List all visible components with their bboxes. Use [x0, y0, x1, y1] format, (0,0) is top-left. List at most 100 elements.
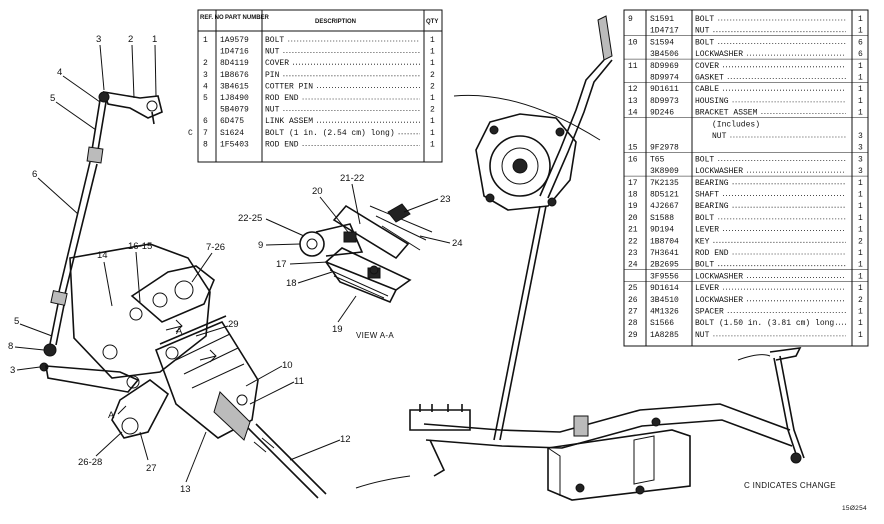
quantity: 6	[858, 38, 863, 47]
description: NUT	[695, 27, 710, 36]
leader-line	[289, 439, 341, 461]
part-number: T65	[650, 155, 665, 164]
pedal-arm-part	[773, 357, 799, 461]
callout-19: 19	[332, 324, 343, 335]
part-number: 3B4506	[650, 50, 679, 59]
bracket-hole	[102, 344, 118, 360]
ref-number: 29	[628, 331, 638, 340]
callout-18: 18	[286, 278, 297, 289]
part-number: 8D4119	[220, 59, 249, 68]
description: NUT	[265, 48, 280, 57]
rod-end-lower-part	[55, 304, 65, 346]
leader-line	[191, 252, 213, 283]
quantity: 1	[858, 331, 863, 340]
part-number: 1A8285	[650, 331, 679, 340]
leader-line	[37, 177, 79, 215]
description: BEARING	[695, 179, 729, 188]
pump-housing-part	[547, 429, 691, 501]
pedal-part	[769, 347, 802, 361]
rod-end-lower-part	[49, 303, 59, 345]
ref-number: 11	[628, 62, 638, 71]
description: GASKET	[695, 74, 724, 83]
pump-flange	[633, 435, 655, 485]
description: LINK ASSEM	[265, 117, 313, 126]
housing-part	[154, 320, 259, 439]
right-control-drawing	[355, 15, 805, 501]
bracket-block	[409, 409, 471, 431]
lever-eye-hole	[306, 238, 318, 250]
mount-bolt	[555, 127, 565, 137]
ref-number: 15	[628, 144, 638, 153]
view-a-a-label: VIEW A-A	[356, 331, 394, 340]
mount-bolt	[485, 193, 495, 203]
quantity: 1	[858, 74, 863, 83]
ref-number: 2	[203, 59, 208, 68]
frame-outline	[355, 475, 411, 489]
pump-housing-edge	[547, 447, 561, 496]
leader-line	[419, 235, 451, 244]
ref-number: 19	[628, 202, 638, 211]
callout-26-28: 26-28	[78, 457, 102, 468]
description: SPACER	[695, 308, 724, 317]
housing-section	[325, 261, 397, 304]
plate-part	[130, 265, 215, 323]
quantity: 1	[430, 140, 435, 149]
leader-line	[154, 44, 157, 97]
part-number: 9D194	[650, 226, 674, 235]
view-a-a-drawing	[299, 203, 433, 304]
description: BRACKET ASSEM	[695, 109, 758, 118]
leader-line	[403, 198, 439, 213]
leader-line	[62, 75, 101, 103]
lower-lever-part	[45, 365, 140, 393]
rod-end-upper-part	[91, 99, 101, 151]
left-linkage-drawing	[39, 90, 327, 499]
quantity: 1	[858, 85, 863, 94]
hatch	[329, 269, 389, 299]
quantity: 1	[430, 36, 435, 45]
part-number: 5B4079	[220, 106, 249, 115]
description: LEVER	[695, 284, 719, 293]
ref-number: 26	[628, 296, 638, 305]
leader-line	[95, 431, 123, 457]
part-number: 6D475	[220, 117, 244, 126]
quantity: 1	[858, 284, 863, 293]
leader-line	[99, 44, 105, 91]
link-assem-part	[57, 161, 91, 297]
key-part	[343, 231, 357, 243]
leader-line	[337, 295, 357, 323]
callout-27: 27	[146, 463, 157, 474]
table-row: (Includes)	[712, 120, 760, 129]
description: BOLT	[695, 214, 714, 223]
part-number: 2B2695	[650, 261, 679, 270]
description: BOLT	[695, 155, 714, 164]
bolt-part	[369, 265, 379, 275]
part-number: 3B4615	[220, 82, 249, 91]
part-number: 9D1611	[650, 85, 679, 94]
quantity: 1	[858, 319, 863, 328]
ref-number: 10	[628, 38, 638, 47]
part-number: 1D4717	[650, 27, 679, 36]
leader-line	[16, 366, 41, 371]
leader-line	[319, 196, 349, 233]
leader-line	[103, 261, 113, 307]
quantity: 1	[858, 249, 863, 258]
ref-number: 4	[203, 82, 208, 91]
ref-number: 22	[628, 237, 638, 246]
quantity: 1	[858, 308, 863, 317]
right-table-border	[623, 9, 869, 347]
ref-number: 18	[628, 191, 638, 200]
lever-part	[111, 379, 170, 439]
quantity: 1	[858, 202, 863, 211]
